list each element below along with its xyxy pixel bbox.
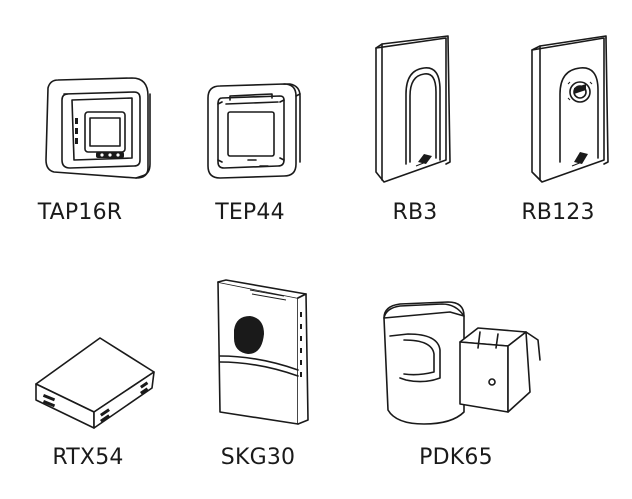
product-rtx54[interactable]: RTX54 (0, 260, 160, 499)
detector-pdk65-icon (383, 301, 541, 425)
product-label: TEP44 (215, 200, 285, 225)
product-label: RTX54 (52, 445, 124, 470)
product-label: RB123 (521, 200, 595, 225)
product-rb3[interactable]: RB3 (340, 0, 490, 240)
product-label: RB3 (392, 200, 438, 225)
product-pdk65[interactable]: PDK65 (360, 260, 560, 499)
controller-rb3-icon (375, 35, 451, 183)
product-rb123[interactable]: RB123 (490, 0, 632, 240)
sensor-skg30-icon (217, 279, 309, 425)
product-label: PDK65 (419, 445, 493, 470)
controller-rb123-icon (531, 35, 609, 183)
product-skg30[interactable]: SKG30 (180, 260, 340, 499)
thermostat-tap16r-icon (45, 77, 151, 179)
sensor-rtx54-icon (35, 337, 155, 429)
product-label: SKG30 (220, 445, 296, 470)
product-tap16r[interactable]: TAP16R (0, 0, 160, 240)
thermostat-tep44-icon (207, 83, 301, 179)
product-tep44[interactable]: TEP44 (160, 0, 340, 240)
product-label: TAP16R (37, 200, 123, 225)
